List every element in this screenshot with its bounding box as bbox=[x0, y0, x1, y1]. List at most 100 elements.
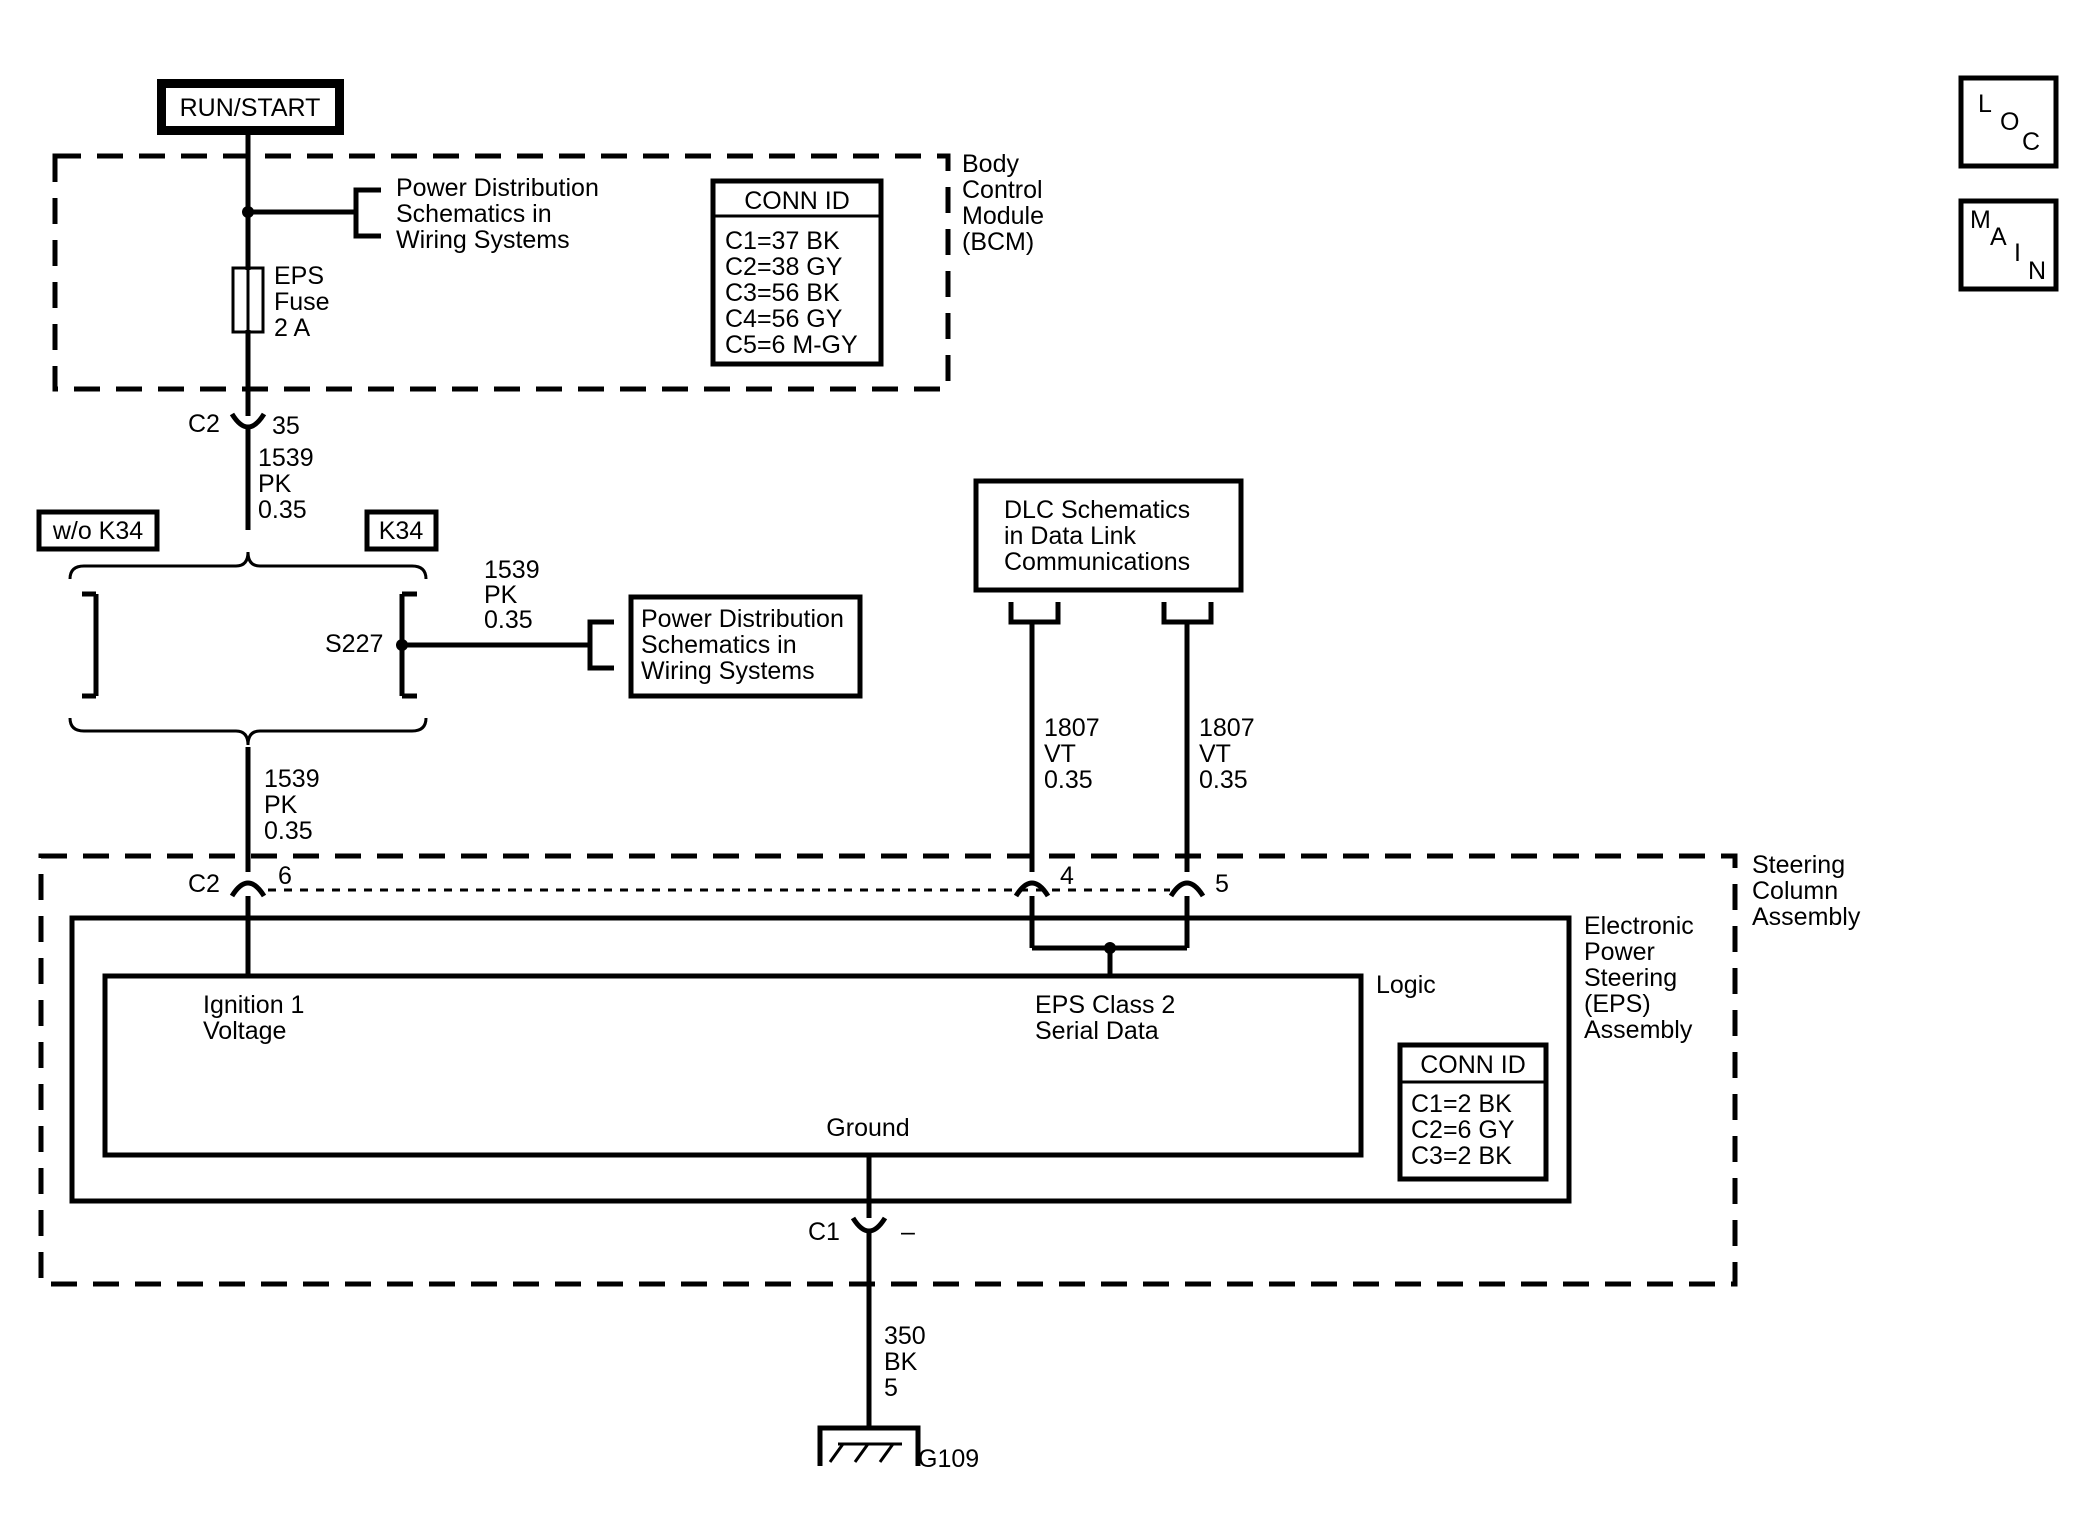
svg-text:4: 4 bbox=[1060, 862, 1074, 890]
svg-text:0.35: 0.35 bbox=[484, 606, 533, 634]
option-bracket bbox=[68, 551, 428, 746]
ground-label: Ground bbox=[826, 1114, 909, 1142]
main-button[interactable]: M A I N bbox=[1958, 198, 2059, 292]
svg-text:Schematics in: Schematics in bbox=[396, 200, 552, 228]
svg-text:0.35: 0.35 bbox=[264, 817, 313, 845]
svg-text:EPS Class 2: EPS Class 2 bbox=[1035, 991, 1175, 1019]
c1-ground-connector: C1 – bbox=[808, 1216, 915, 1246]
svg-text:350: 350 bbox=[884, 1322, 926, 1350]
eps-fuse: EPS Fuse 2 A bbox=[231, 262, 330, 342]
option-without-k34: w/o K34 bbox=[36, 509, 160, 552]
svg-text:VT: VT bbox=[1044, 740, 1076, 768]
steering-column-boundary bbox=[38, 853, 1738, 1287]
ignition-voltage-label: Ignition 1 Voltage bbox=[203, 991, 304, 1045]
svg-text:VT: VT bbox=[1199, 740, 1231, 768]
dlc-ref: DLC Schematics in Data Link Communicatio… bbox=[973, 478, 1244, 625]
svg-text:2 A: 2 A bbox=[274, 314, 310, 342]
svg-text:Wiring Systems: Wiring Systems bbox=[641, 657, 815, 685]
eps-conn-id-table: CONN ID C1=2 BK C2=6 GY C3=2 BK bbox=[1397, 1042, 1549, 1182]
svg-text:CONN ID: CONN ID bbox=[744, 187, 850, 215]
svg-text:G109: G109 bbox=[918, 1445, 979, 1473]
logic-module bbox=[102, 973, 1364, 1158]
svg-text:C: C bbox=[2022, 128, 2040, 156]
svg-text:Module: Module bbox=[962, 202, 1044, 230]
svg-text:Serial Data: Serial Data bbox=[1035, 1017, 1159, 1045]
svg-text:1539: 1539 bbox=[484, 556, 540, 584]
svg-text:(EPS): (EPS) bbox=[1584, 990, 1651, 1018]
svg-text:Power Distribution: Power Distribution bbox=[396, 174, 599, 202]
svg-text:K34: K34 bbox=[379, 517, 424, 545]
svg-text:1807: 1807 bbox=[1044, 714, 1100, 742]
svg-text:Electronic: Electronic bbox=[1584, 912, 1694, 940]
svg-text:Body: Body bbox=[962, 150, 1019, 178]
svg-text:6: 6 bbox=[278, 862, 292, 890]
svg-text:1807: 1807 bbox=[1199, 714, 1255, 742]
wire-350-ground: 350 BK 5 bbox=[866, 1232, 926, 1428]
svg-text:Power: Power bbox=[1584, 938, 1655, 966]
logic-label: Logic bbox=[1376, 971, 1436, 999]
svg-text:Ignition 1: Ignition 1 bbox=[203, 991, 304, 1019]
svg-text:Column: Column bbox=[1752, 877, 1838, 905]
svg-text:Assembly: Assembly bbox=[1584, 1016, 1693, 1044]
svg-text:PK: PK bbox=[484, 581, 518, 609]
svg-text:C3=2 BK: C3=2 BK bbox=[1411, 1142, 1512, 1170]
svg-text:PK: PK bbox=[264, 791, 298, 819]
wire-1807-left: 1807 VT 0.35 bbox=[1029, 622, 1100, 872]
svg-text:1539: 1539 bbox=[258, 444, 314, 472]
svg-text:C5=6 M-GY: C5=6 M-GY bbox=[725, 331, 858, 359]
svg-text:C2=38 GY: C2=38 GY bbox=[725, 253, 843, 281]
loc-button[interactable]: L O C bbox=[1958, 75, 2059, 169]
svg-text:0.35: 0.35 bbox=[1199, 766, 1248, 794]
svg-text:Voltage: Voltage bbox=[203, 1017, 286, 1045]
svg-text:5: 5 bbox=[1215, 870, 1229, 898]
svg-text:Wiring Systems: Wiring Systems bbox=[396, 226, 570, 254]
svg-text:0.35: 0.35 bbox=[1044, 766, 1093, 794]
bcm-boundary bbox=[52, 153, 951, 392]
wire-1807-right: 1807 VT 0.35 bbox=[1184, 622, 1255, 872]
svg-text:M: M bbox=[1970, 206, 1991, 234]
run-start-source: RUN/START bbox=[157, 79, 344, 135]
svg-text:DLC Schematics: DLC Schematics bbox=[1004, 496, 1190, 524]
wire-1539-mid: 1539 PK 0.35 bbox=[245, 747, 320, 872]
svg-text:Fuse: Fuse bbox=[274, 288, 330, 316]
c2-pin-5: 5 bbox=[1168, 870, 1229, 898]
svg-text:C2: C2 bbox=[188, 410, 220, 438]
c2-pin-4: 4 bbox=[1013, 862, 1074, 898]
svg-text:EPS: EPS bbox=[274, 262, 324, 290]
svg-text:Communications: Communications bbox=[1004, 548, 1190, 576]
bcm-power-ref: Power Distribution Schematics in Wiring … bbox=[396, 174, 599, 254]
svg-text:O: O bbox=[2000, 108, 2019, 136]
eps-assembly-name: Electronic Power Steering (EPS) Assembly bbox=[1584, 912, 1694, 1044]
bcm-conn-id-table: CONN ID C1=37 BK C2=38 GY C3=56 BK C4=56… bbox=[710, 178, 884, 367]
svg-text:C2: C2 bbox=[188, 870, 220, 898]
svg-text:(BCM): (BCM) bbox=[962, 228, 1034, 256]
svg-text:L: L bbox=[1978, 90, 1992, 118]
svg-text:C2=6 GY: C2=6 GY bbox=[1411, 1116, 1515, 1144]
svg-text:A: A bbox=[1990, 223, 2007, 251]
bcm-name: Body Control Module (BCM) bbox=[962, 150, 1044, 256]
svg-text:C1=2 BK: C1=2 BK bbox=[1411, 1090, 1512, 1118]
svg-text:PK: PK bbox=[258, 470, 292, 498]
svg-text:Schematics in: Schematics in bbox=[641, 631, 797, 659]
run-start-label: RUN/START bbox=[180, 94, 321, 122]
svg-text:35: 35 bbox=[272, 412, 300, 440]
wire-1539-top: 1539 PK 0.35 bbox=[245, 428, 314, 530]
svg-text:in Data Link: in Data Link bbox=[1004, 522, 1137, 550]
svg-text:Steering: Steering bbox=[1752, 851, 1845, 879]
ground-g109: G109 bbox=[817, 1425, 979, 1473]
svg-text:BK: BK bbox=[884, 1348, 918, 1376]
svg-text:0.35: 0.35 bbox=[258, 496, 307, 524]
svg-text:C1=37 BK: C1=37 BK bbox=[725, 227, 840, 255]
svg-text:–: – bbox=[901, 1218, 915, 1246]
svg-text:w/o K34: w/o K34 bbox=[52, 517, 143, 545]
serial-data-label: EPS Class 2 Serial Data bbox=[1035, 991, 1175, 1045]
svg-text:C3=56 BK: C3=56 BK bbox=[725, 279, 840, 307]
svg-text:S227: S227 bbox=[325, 630, 383, 658]
bcm-c2-connector: C2 35 bbox=[188, 410, 300, 440]
svg-text:C1: C1 bbox=[808, 1218, 840, 1246]
svg-text:Power Distribution: Power Distribution bbox=[641, 605, 844, 633]
c2-pin-6: C2 6 bbox=[188, 862, 292, 898]
svg-text:C4=56 GY: C4=56 GY bbox=[725, 305, 843, 333]
svg-text:5: 5 bbox=[884, 1374, 898, 1402]
svg-text:I: I bbox=[2014, 239, 2021, 267]
